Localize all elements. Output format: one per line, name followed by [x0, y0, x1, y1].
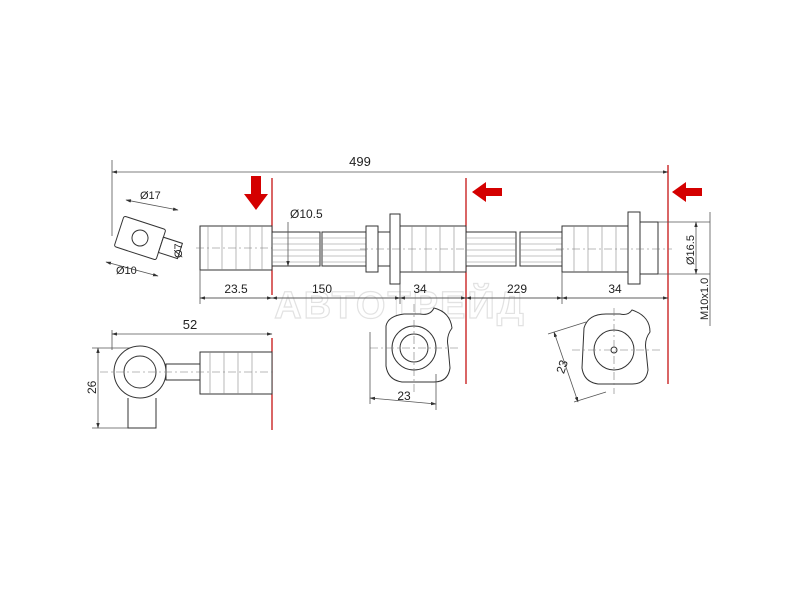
crimp-fitting-left — [196, 225, 276, 271]
dim-banjo-inner: Ø10 — [116, 265, 137, 277]
dim-side-52: 52 — [183, 317, 197, 332]
banjo-fitting — [114, 216, 184, 260]
segment-dimensions: 23.5 150 34 229 34 — [199, 270, 669, 304]
dim-thread: M10x1.0 — [699, 278, 711, 320]
dim-seg-34-a: 34 — [413, 282, 427, 296]
dim-overall: 499 — [349, 154, 371, 169]
hose-segment — [321, 231, 367, 267]
hose-segment — [465, 231, 517, 267]
dim-banjo-outer: Ø17 — [140, 190, 161, 202]
dim-seg-150: 150 — [312, 282, 332, 296]
hose-segment — [271, 231, 321, 267]
dim-end-dia: Ø16.5 — [685, 235, 697, 265]
dim-side-26: 26 — [85, 380, 99, 394]
dim-seg-23-5: 23.5 — [224, 282, 248, 296]
dim-seg-34-b: 34 — [608, 282, 622, 296]
hose-segment — [519, 231, 563, 267]
arrow-left-icon — [672, 182, 702, 202]
crimp-fitting-right — [556, 211, 672, 285]
dim-fitting-7: Ø7 — [173, 243, 185, 258]
crimp-fitting-middle — [360, 213, 470, 285]
dim-bracket2-23: 23 — [553, 358, 571, 375]
bracket-end-view-1: 23 — [369, 304, 460, 410]
dim-hose-dia: Ø10.5 — [290, 207, 323, 221]
overall-dimension: 499 — [111, 154, 669, 236]
arrow-down-icon — [244, 176, 268, 210]
dim-seg-229: 229 — [507, 282, 527, 296]
dim-bracket1-23: 23 — [397, 389, 411, 403]
banjo-side-view: 52 26 — [85, 317, 276, 429]
arrow-left-icon — [472, 182, 502, 202]
bracket-end-view-2: 23 — [547, 308, 660, 403]
